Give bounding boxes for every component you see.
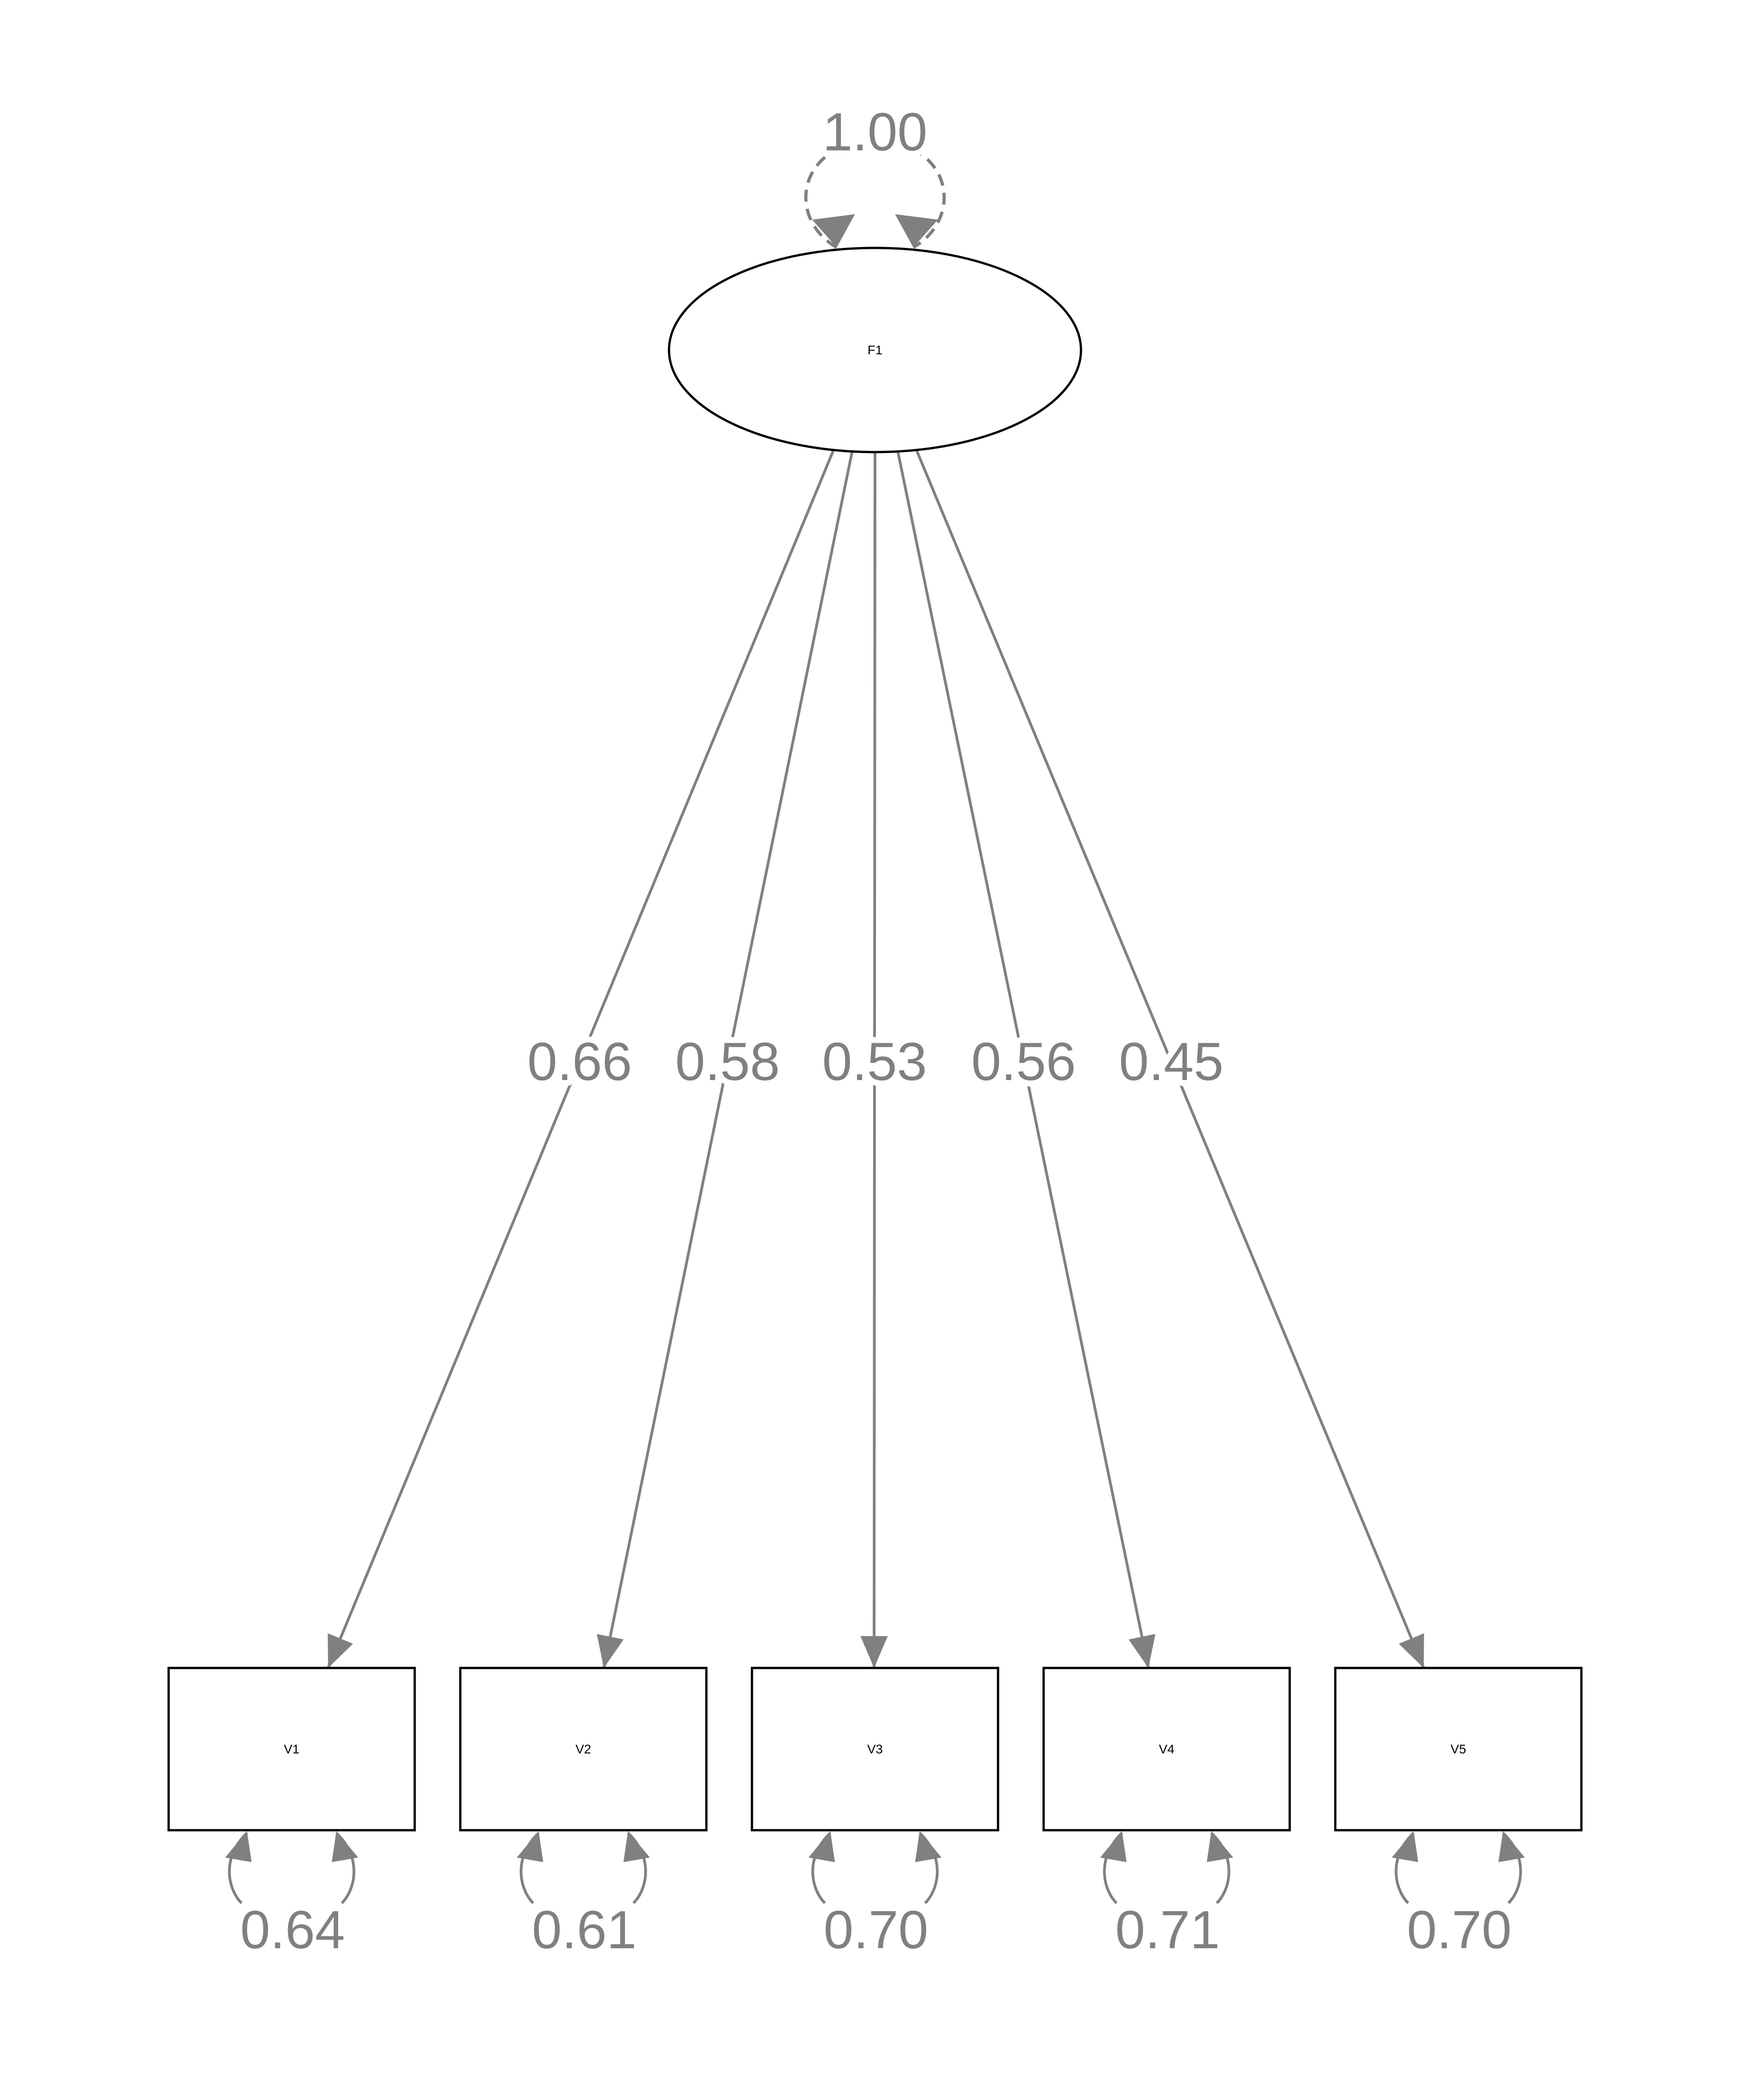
observed-node-v1	[167, 1667, 416, 1832]
residual-arrowhead-right-v2	[623, 1831, 650, 1862]
edges-layer	[225, 147, 1525, 1904]
residual-arrowhead-left-v5	[1392, 1831, 1418, 1862]
loading-label-v4: 0.56	[971, 1032, 1076, 1092]
loading-arrow-v1	[327, 450, 834, 1669]
observed-node-v5	[1334, 1667, 1583, 1832]
residual-label-v3: 0.70	[824, 1900, 928, 1960]
loading-arrowhead-v5	[1399, 1633, 1424, 1668]
residual-arrowhead-right-v4	[1207, 1831, 1233, 1862]
loading-arrow-v5	[916, 450, 1425, 1669]
latent-variance-loop	[804, 147, 946, 249]
residual-arrowhead-left-v4	[1100, 1831, 1127, 1862]
latent-node-f1	[668, 247, 1082, 453]
loading-label-v3: 0.53	[822, 1032, 927, 1092]
loading-arrow-v3	[872, 451, 877, 1668]
residual-label-v1: 0.64	[240, 1900, 345, 1960]
observed-node-v2	[459, 1667, 708, 1832]
latent-variance-arrowhead-right	[895, 214, 938, 247]
observed-node-v4	[1042, 1667, 1291, 1832]
observed-node-label-v5: V5	[1451, 1742, 1466, 1756]
loading-arrowhead-v4	[1128, 1634, 1156, 1668]
residual-arrowhead-right-v3	[915, 1831, 942, 1862]
residual-arrowhead-left-v2	[517, 1831, 543, 1862]
residual-arrowhead-right-v1	[332, 1831, 358, 1862]
residual-arrowhead-left-v1	[225, 1831, 252, 1862]
residual-label-v5: 0.70	[1407, 1900, 1512, 1960]
residual-arrowhead-left-v3	[808, 1831, 835, 1862]
residual-label-v4: 0.71	[1115, 1900, 1220, 1960]
observed-node-label-v4: V4	[1159, 1742, 1174, 1756]
residual-label-v2: 0.61	[532, 1900, 637, 1960]
observed-node-v3	[751, 1667, 999, 1832]
residual-arrowhead-right-v5	[1498, 1831, 1525, 1862]
loading-arrowhead-v2	[597, 1634, 624, 1668]
observed-node-label-v2: V2	[576, 1742, 591, 1756]
labels-layer: 1.00 0.66 0.64 0.58 0.61 0.53 0.70 0.56 0.71 0.45…	[234, 96, 1518, 1966]
loading-arrow-v4	[896, 451, 1150, 1668]
latent-variance-arrowhead-left	[812, 214, 855, 247]
loading-arrowhead-v3	[860, 1636, 888, 1668]
loading-arrowhead-v1	[328, 1633, 353, 1668]
observed-node-label-v1: V1	[284, 1742, 299, 1756]
loading-label-v2: 0.58	[675, 1032, 780, 1092]
loading-label-v1: 0.66	[527, 1032, 632, 1092]
latent-node-label: F1	[868, 343, 883, 357]
latent-variance-label: 1.00	[823, 102, 927, 162]
observed-node-label-v3: V3	[867, 1742, 883, 1756]
loading-label-v5: 0.45	[1119, 1032, 1224, 1092]
loading-arrow-v2	[602, 451, 854, 1668]
